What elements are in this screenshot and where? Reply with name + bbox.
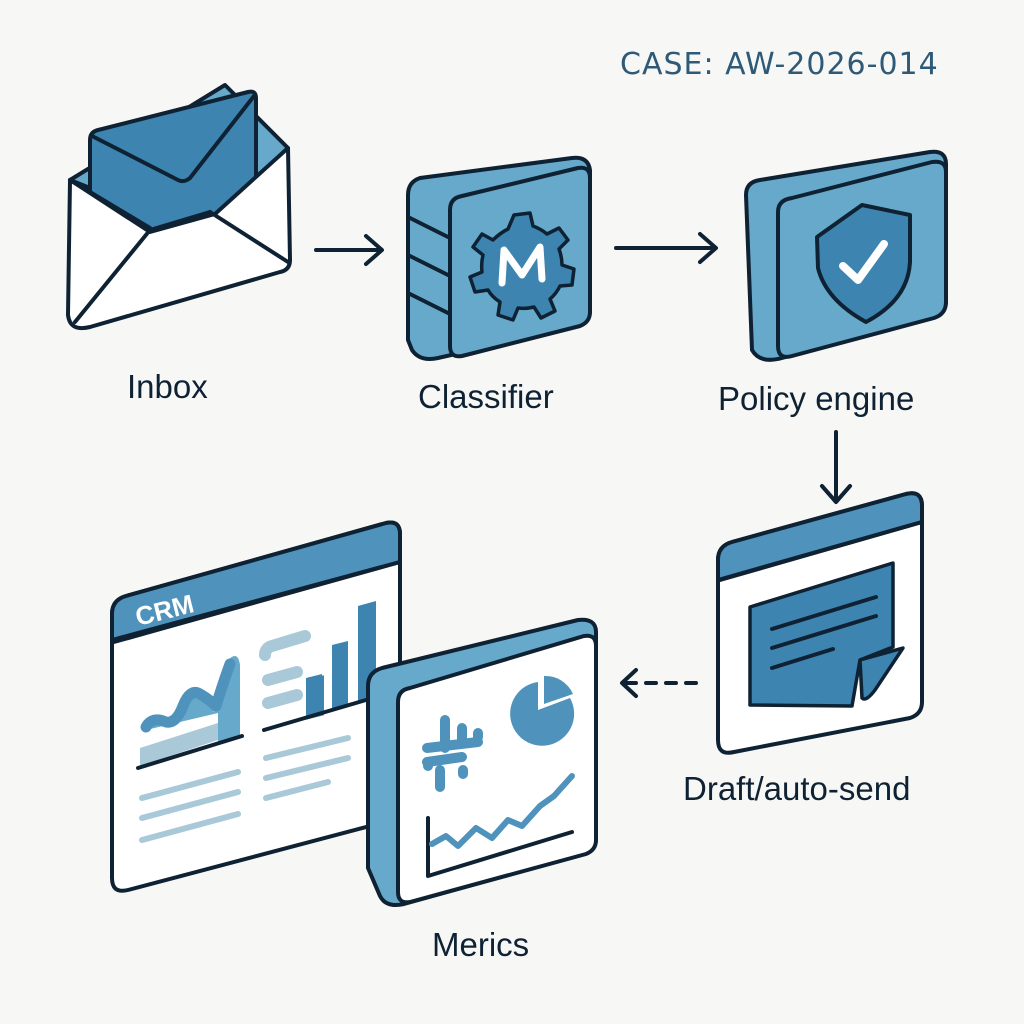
- case-id: CASE: AW-2026-014: [620, 47, 939, 82]
- slack-icon: [422, 715, 483, 792]
- pie-chart-icon: [510, 675, 575, 746]
- arrow-policy-draft: [820, 430, 852, 504]
- crm-window: CRM: [110, 520, 402, 893]
- metrics-panel: [366, 617, 598, 907]
- draft-label: Draft/auto-send: [683, 770, 911, 807]
- arrow-inbox-classifier: [314, 234, 384, 266]
- envelope-icon: [66, 83, 292, 331]
- policy-engine-block: [744, 149, 948, 362]
- draft-window: [716, 491, 924, 755]
- metrics-label: Merics: [432, 926, 530, 963]
- arrow-draft-metrics: [620, 668, 702, 698]
- gear-icon: [468, 211, 576, 322]
- draft-message-icon: [748, 561, 905, 708]
- classifier-block: [406, 155, 592, 361]
- classifier-label: Classifier: [418, 378, 554, 415]
- line-chart-icon: [426, 773, 575, 878]
- shield-check-icon: [815, 203, 912, 324]
- inbox-label: Inbox: [127, 368, 208, 405]
- policy-engine-label: Policy engine: [718, 380, 915, 417]
- arrow-classifier-policy: [614, 232, 718, 264]
